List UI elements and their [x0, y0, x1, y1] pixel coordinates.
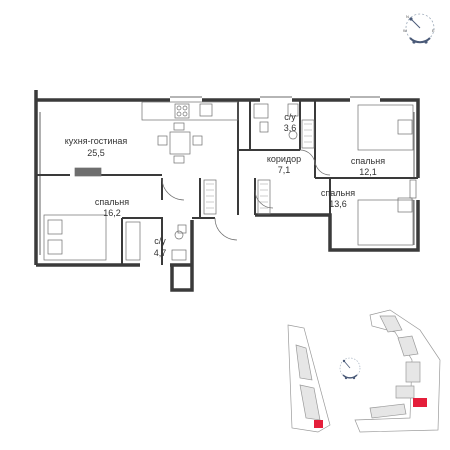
- highlight-marker-right: [413, 398, 427, 407]
- room-labels: кухня-гостиная 25,5 с/у 3,6 коридор 7,1 …: [65, 112, 385, 258]
- bed-right-top: [357, 104, 414, 151]
- compass-site: [339, 357, 361, 380]
- room-name-kitchen-living: кухня-гостиная: [65, 136, 128, 146]
- compass-north-label: N: [406, 14, 409, 19]
- site-north-marker-icon: [342, 359, 346, 363]
- bathtub-icon: [125, 221, 141, 261]
- room-area-bedroom-right-bottom: 13,6: [329, 199, 347, 209]
- dining-table: [169, 131, 191, 155]
- wardrobe-hatching: [206, 123, 312, 209]
- furniture: [43, 101, 417, 261]
- room-area-bathroom-bottom: 4,7: [154, 248, 167, 258]
- room-area-bedroom-left: 16,2: [103, 208, 121, 218]
- room-area-corridor: 7,1: [278, 165, 291, 175]
- windows: [39, 96, 415, 255]
- site-plan: [287, 309, 441, 433]
- room-area-kitchen-living: 25,5: [87, 148, 105, 158]
- room-name-corridor: коридор: [267, 154, 301, 164]
- compass-top: N W E: [403, 13, 435, 44]
- inner-walls: [36, 100, 418, 265]
- room-name-bedroom-right-bottom: спальня: [321, 188, 355, 198]
- compass-east-label: E: [432, 28, 435, 33]
- doors: [161, 149, 331, 241]
- north-marker-icon: [409, 17, 413, 21]
- room-name-bedroom-right-top: спальня: [351, 156, 385, 166]
- room-name-bathroom-top: с/у: [284, 112, 296, 122]
- highlight-marker-left: [314, 420, 323, 428]
- room-area-bedroom-right-top: 12,1: [359, 167, 377, 177]
- room-area-bathroom-top: 3,6: [284, 123, 297, 133]
- bed-right-bottom: [357, 199, 414, 246]
- bed-left: [43, 214, 107, 261]
- compass-west-label: W: [403, 28, 407, 33]
- room-name-bathroom-bottom: с/у: [154, 236, 166, 246]
- room-name-bedroom-left: спальня: [95, 197, 129, 207]
